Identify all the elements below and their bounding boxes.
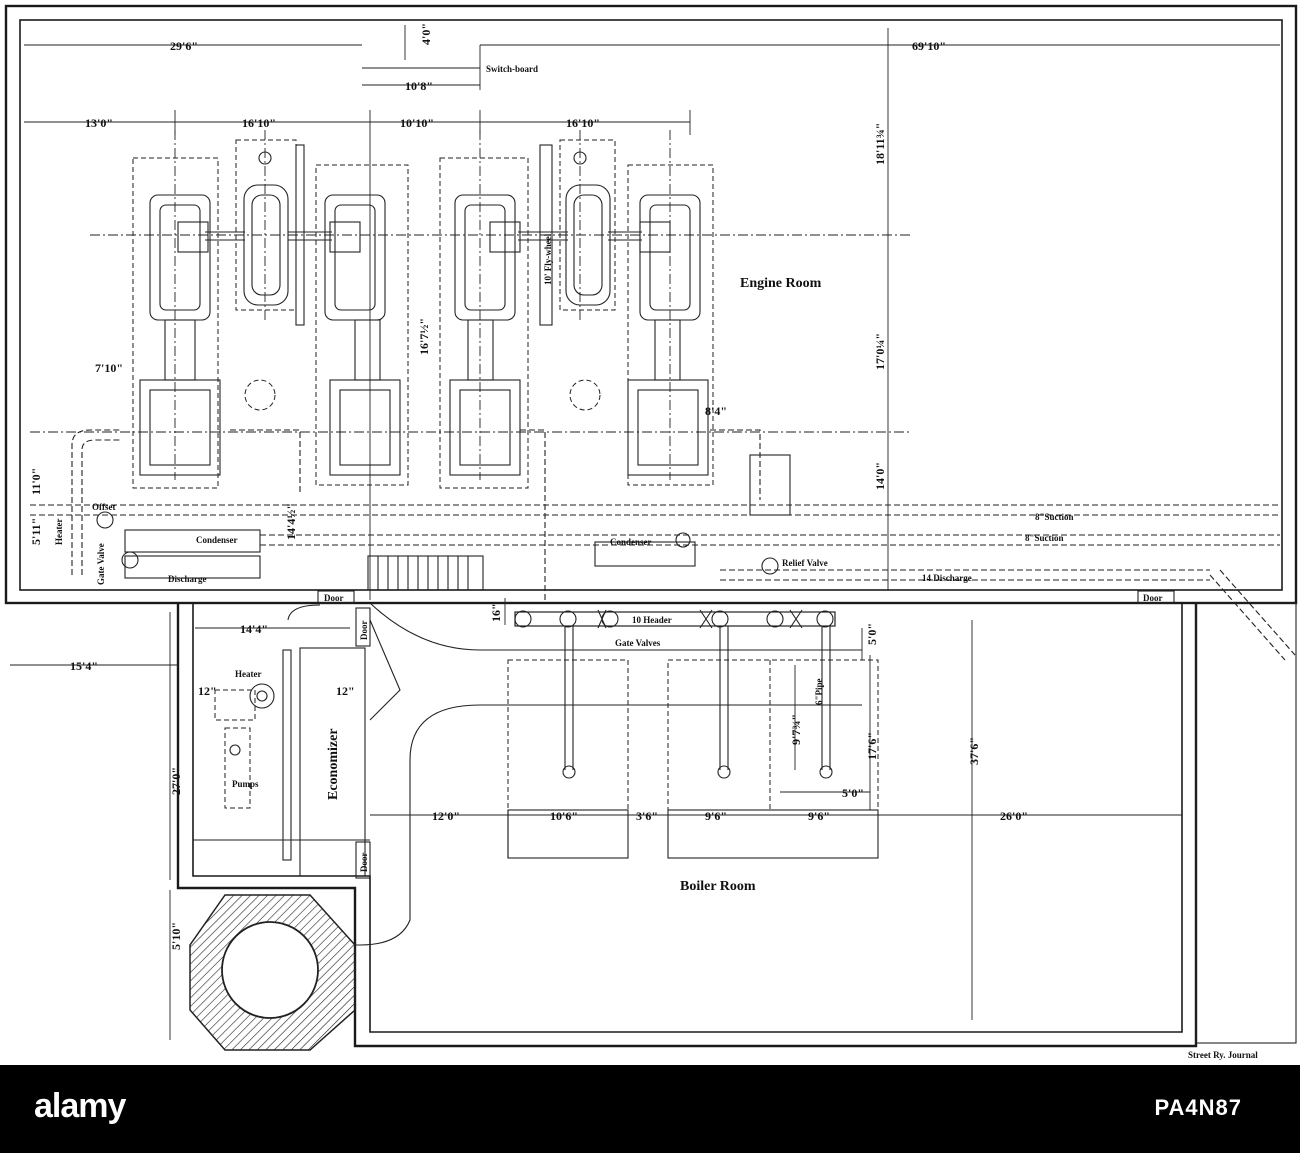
door-4-label: Door <box>1143 593 1163 603</box>
condenser-right-unit <box>594 454 791 575</box>
dim-12a: 12" <box>198 684 217 698</box>
dim-9-6a: 9'6" <box>705 809 727 823</box>
fly-wheel-label: 10' Fly-wheel <box>543 233 553 285</box>
dim-15-4: 15'4" <box>70 659 98 673</box>
dim-11-0: 11'0" <box>29 468 43 495</box>
pumps-label: Pumps <box>232 779 259 789</box>
offset-label: Offset <box>92 502 116 512</box>
dim-16-10a: 16'10" <box>242 116 276 130</box>
publication-credit: Street Ry. Journal <box>1188 1050 1258 1060</box>
dim-5-11: 5'11" <box>29 518 43 545</box>
economizer-unit <box>282 604 366 877</box>
dim-16-10b: 16'10" <box>566 116 600 130</box>
stairs <box>367 555 484 591</box>
engine-shafts <box>205 231 642 241</box>
engine-room-label: Engine Room <box>740 276 822 291</box>
dim-14-4-vertical: 14'4½" <box>284 503 298 540</box>
dim-10-6: 10'6" <box>550 809 578 823</box>
boiler-dimensions <box>10 598 1182 1040</box>
steam-header <box>514 609 836 629</box>
engine-unit-1 <box>132 157 221 489</box>
gate-valves-label: Gate Valves <box>615 638 661 648</box>
chimney <box>189 894 356 1051</box>
engine-room-piping <box>30 379 1296 661</box>
dim-5-0a: 5'0" <box>865 623 879 645</box>
door-3-label: Door <box>359 853 369 873</box>
dim-9-6b: 9'6" <box>808 809 830 823</box>
dim-29-6: 29'6" <box>170 39 198 53</box>
dim-7-10: 7'10" <box>95 361 123 375</box>
image-id-label: PA4N87 <box>1154 1095 1242 1120</box>
engine-unit-3 <box>439 157 529 489</box>
dim-5-0b: 5'0" <box>842 786 864 800</box>
dim-16: 16" <box>489 603 503 622</box>
engine-room-walls <box>4 4 1298 605</box>
watermark-logo: alamy <box>34 1087 126 1125</box>
top-dimensions <box>24 25 1280 600</box>
flue-duct <box>355 602 862 946</box>
condenser-left-label: Condenser <box>196 535 238 545</box>
dim-3-6: 3'6" <box>636 809 658 823</box>
dim-26-0: 26'0" <box>1000 809 1028 823</box>
heater-left-label: Heater <box>54 519 64 545</box>
discharge-14-label: 14 Discharge <box>922 573 972 583</box>
dim-16-7: 16'7½" <box>417 318 431 355</box>
dim-10-10: 10'10" <box>400 116 434 130</box>
header-label: 10 Header <box>632 615 672 625</box>
heater-boiler-label: Heater <box>235 669 261 679</box>
pipe-6-label: 6"Pipe <box>814 679 824 706</box>
suction-1-label: 8"Suction <box>1035 512 1074 522</box>
discharge-left-label: Discharge <box>168 574 207 584</box>
generator-1 <box>235 139 305 326</box>
dim-37-6: 37'6" <box>967 737 981 765</box>
dim-10-8: 10'8" <box>405 79 433 93</box>
switchboard-label: Switch-board <box>486 64 538 74</box>
dim-9-7: 9'7¾" <box>789 714 803 745</box>
watermark-bar: alamy PA4N87 <box>0 1065 1300 1153</box>
dim-14-0: 14'0" <box>873 462 887 490</box>
engine-unit-2 <box>315 164 409 486</box>
door-1-label: Door <box>324 593 344 603</box>
boiler-room-heater-pumps <box>214 683 275 809</box>
relief-valve-label: Relief Valve <box>782 558 828 568</box>
floor-plan-drawing: Engine Room Boiler Room Economizer Switc… <box>4 4 1298 1060</box>
dim-69-10: 69'10" <box>912 39 946 53</box>
dim-17-0: 17'0¼" <box>873 333 887 370</box>
generator-2 <box>539 139 616 326</box>
dim-14-4: 14'4" <box>240 622 268 636</box>
economizer-label: Economizer <box>326 728 341 800</box>
dim-13-0: 13'0" <box>85 116 113 130</box>
door-2-label: Door <box>359 621 369 641</box>
dim-8-4: 8'4" <box>705 404 727 418</box>
condenser-right-label: Condenser <box>610 537 652 547</box>
dim-17-6: 17'6" <box>865 732 879 760</box>
boilers <box>507 626 879 859</box>
gate-valve-label: Gate Valve <box>96 543 106 585</box>
boiler-room-label: Boiler Room <box>680 879 756 894</box>
engine-unit-4 <box>627 164 714 486</box>
dim-12-0: 12'0" <box>432 809 460 823</box>
dim-4-0: 4'0" <box>419 23 433 45</box>
dim-5-10: 5'10" <box>169 922 183 950</box>
dim-18-11: 18'11¾" <box>873 123 887 165</box>
suction-2-label: 8"Suction <box>1025 533 1064 543</box>
dim-27-0: 27'0" <box>169 767 183 795</box>
condenser-left-unit <box>96 511 261 579</box>
center-lines <box>30 130 910 480</box>
dim-12b: 12" <box>336 684 355 698</box>
